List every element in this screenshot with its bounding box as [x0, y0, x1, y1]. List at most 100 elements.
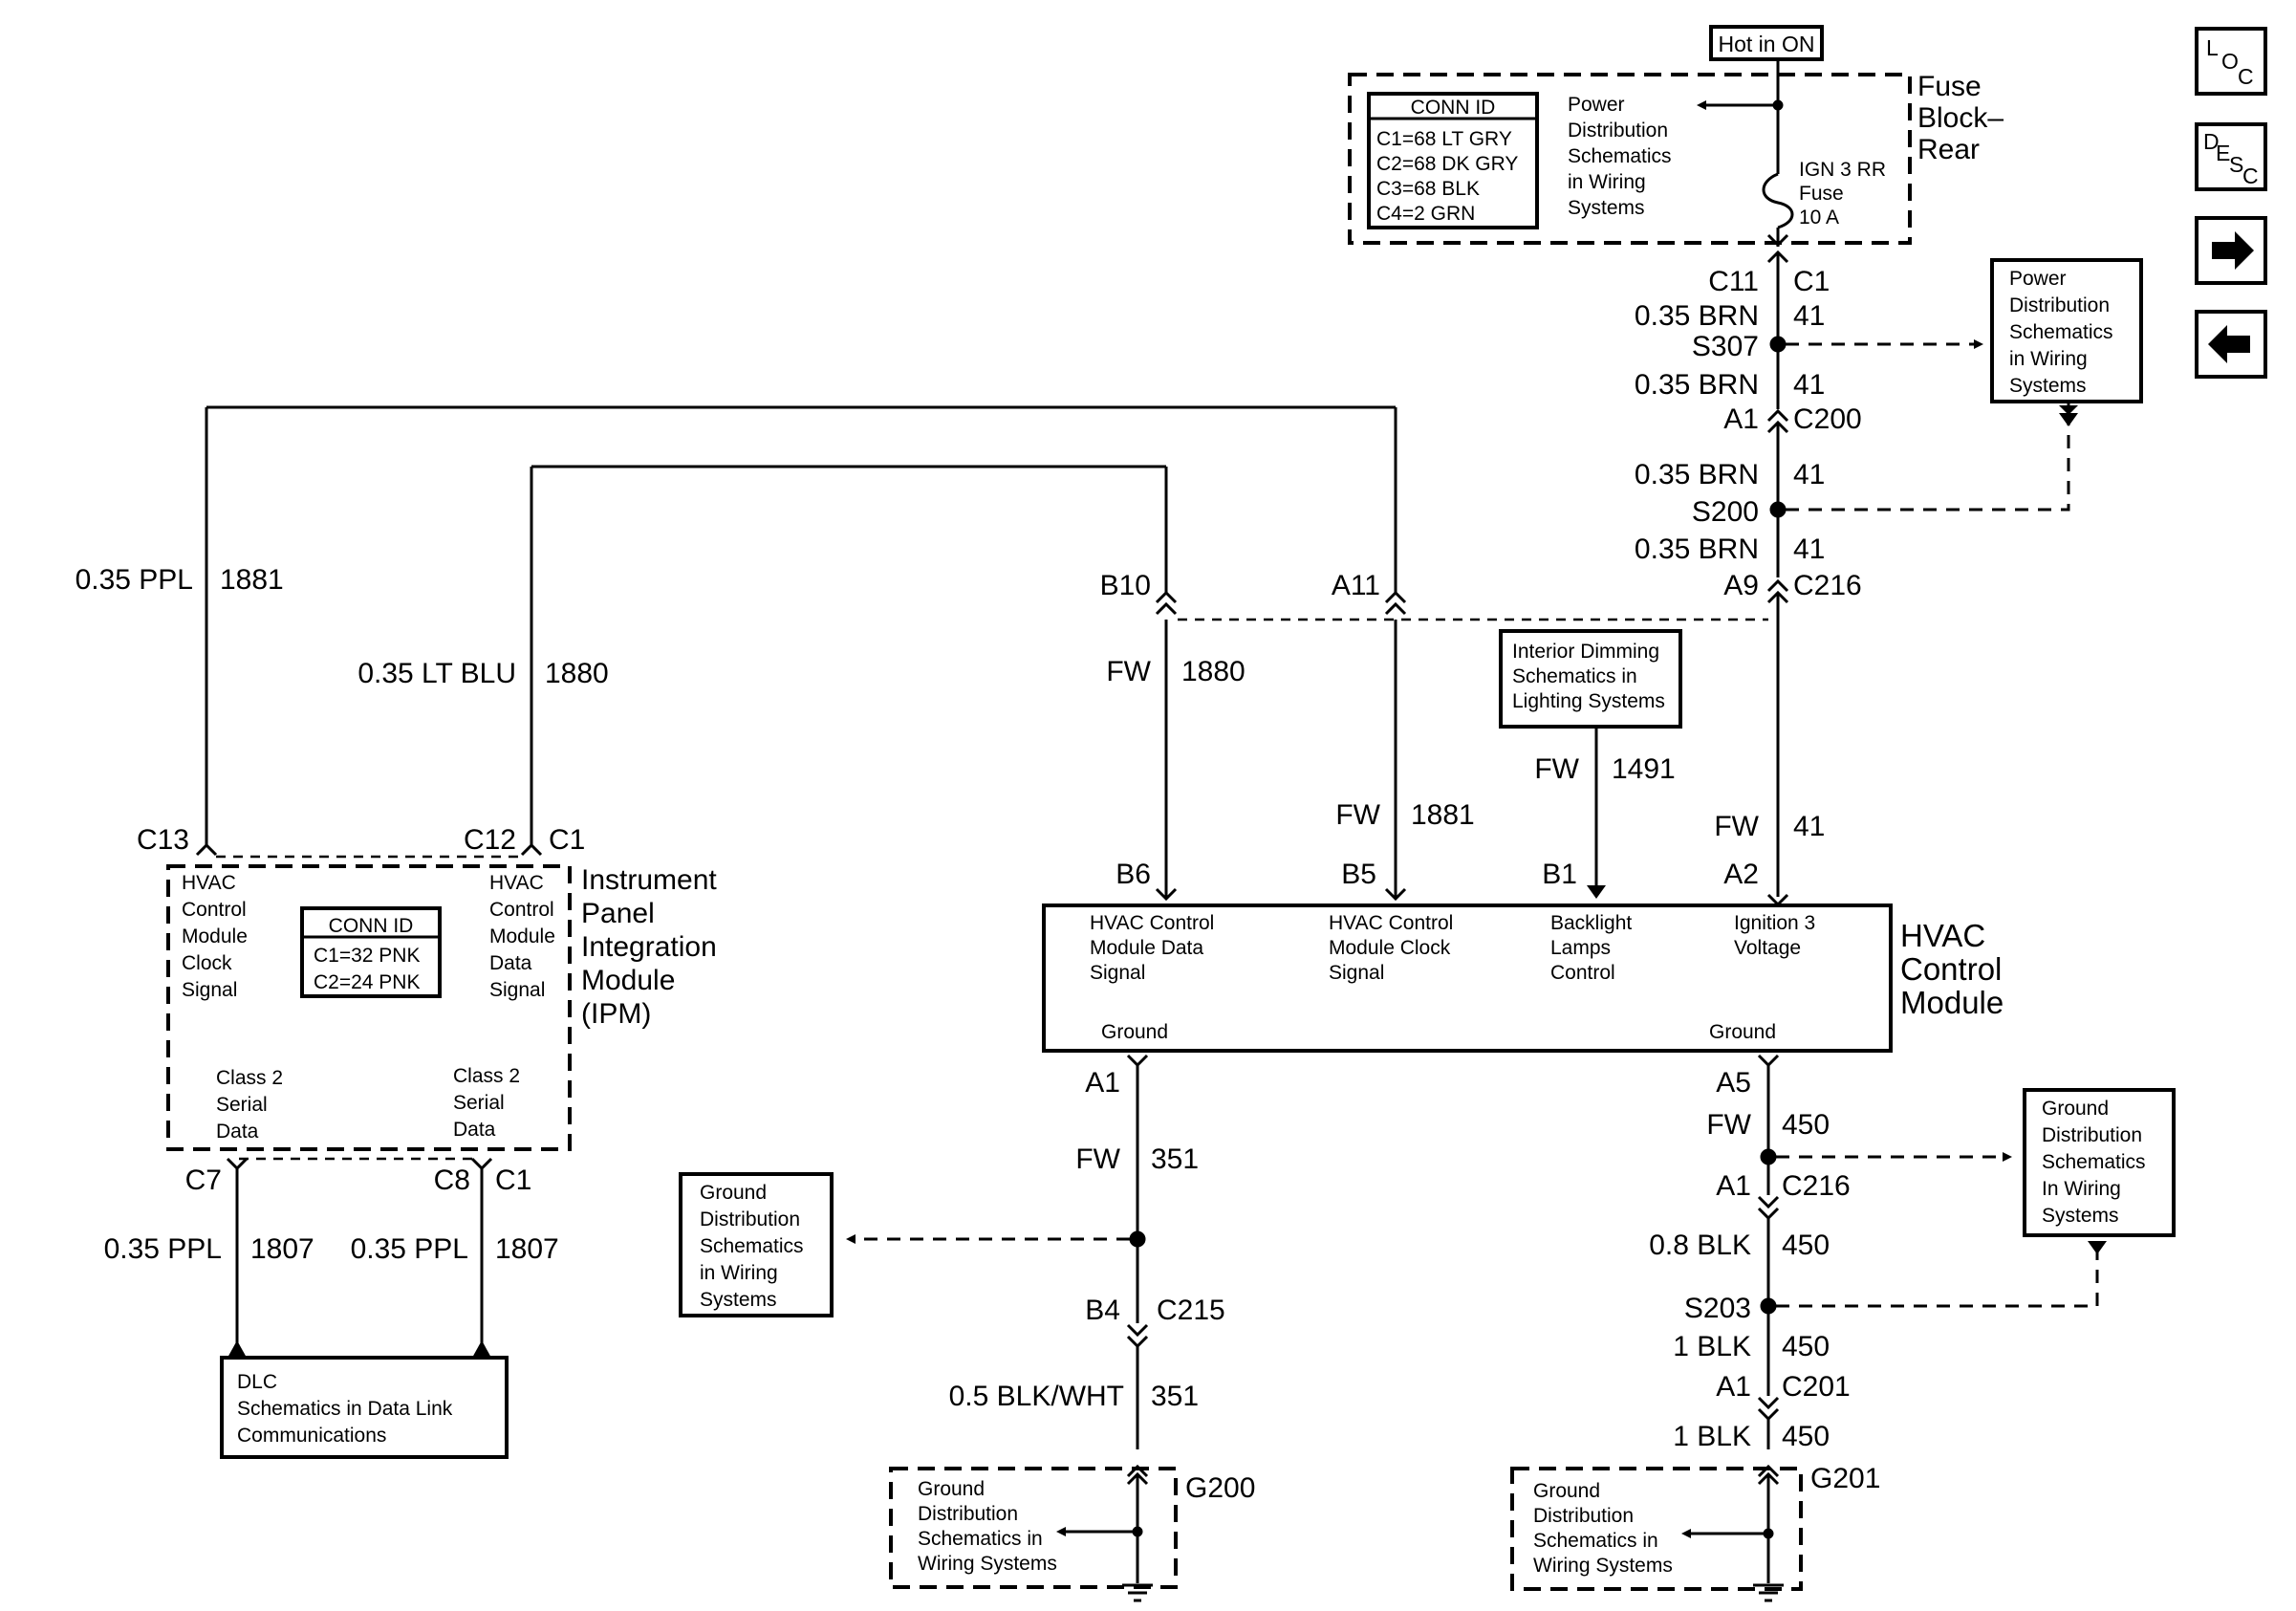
svg-text:in Wiring: in Wiring — [2009, 348, 2088, 370]
svg-text:Ground: Ground — [2042, 1098, 2109, 1120]
svg-text:Ground: Ground — [918, 1478, 985, 1500]
svg-text:Panel: Panel — [581, 898, 655, 929]
circuit-number-label: 1880 — [545, 658, 609, 689]
ipm-serial-right-label: Class 2 Serial Data — [453, 1065, 520, 1141]
c7-label: C7 — [185, 1165, 222, 1196]
prev-page-button[interactable] — [2195, 310, 2267, 379]
loc-letter-l: L — [2206, 35, 2219, 60]
ipm-clock-signal-label: HVAC Control Module Clock Signal — [182, 872, 248, 1001]
svg-text:HVAC Control: HVAC Control — [1090, 912, 1214, 934]
svg-text:Module: Module — [182, 925, 248, 947]
interior-dimming-schematics-box[interactable]: Interior Dimming Schematics in Lighting … — [1499, 629, 1682, 729]
s200-label: S200 — [1692, 496, 1759, 528]
wire-gauge-label: 1 BLK — [1673, 1421, 1751, 1452]
ipm-serial-left-label: Class 2 Serial Data — [216, 1067, 283, 1143]
svg-text:HVAC: HVAC — [182, 872, 236, 894]
fuse-block-conn-id-table: CONN ID C1=68 LT GRY C2=68 DK GRY C3=68 … — [1367, 92, 1539, 229]
svg-text:Schematics: Schematics — [700, 1235, 804, 1257]
svg-text:Block–: Block– — [1917, 102, 2004, 134]
next-page-button[interactable] — [2195, 216, 2267, 285]
svg-text:IGN 3 RR: IGN 3 RR — [1799, 159, 1886, 181]
svg-text:Wiring Systems: Wiring Systems — [1533, 1555, 1673, 1577]
wire-1880-hvac — [1155, 467, 1178, 902]
wire-gauge-label: 0.5 BLK/WHT — [949, 1381, 1124, 1412]
ground-dist-schematics-box-right[interactable]: Ground Distribution Schematics In Wiring… — [2023, 1088, 2176, 1237]
svg-text:Fuse: Fuse — [1799, 183, 1844, 205]
circuit-number-label: 450 — [1782, 1331, 1830, 1362]
circuit-number-label: 351 — [1151, 1381, 1199, 1412]
fuse-block-rear — [1348, 73, 1912, 245]
svg-text:Distribution: Distribution — [700, 1208, 800, 1230]
svg-text:Control: Control — [182, 899, 247, 921]
fuse-block-title: Fuse Block– Rear — [1917, 71, 2004, 165]
svg-text:Systems: Systems — [2042, 1205, 2119, 1227]
svg-text:Signal: Signal — [182, 979, 237, 1001]
svg-text:Power: Power — [2009, 268, 2067, 290]
svg-text:Wiring Systems: Wiring Systems — [918, 1553, 1057, 1575]
svg-text:C3=68 BLK: C3=68 BLK — [1376, 178, 1480, 200]
svg-text:Schematics in: Schematics in — [918, 1528, 1043, 1550]
fuse-symbol — [1762, 172, 1794, 229]
hvac-ground-right-label: Ground — [1709, 1021, 1776, 1043]
s203-label: S203 — [1684, 1293, 1751, 1324]
svg-text:C2=24 PNK: C2=24 PNK — [314, 971, 420, 993]
svg-text:Integration: Integration — [581, 931, 717, 963]
fuse-rating-label: IGN 3 RR Fuse 10 A — [1799, 159, 1886, 229]
wire-gauge-label: 0.35 PPL — [104, 1233, 222, 1265]
wire-1807-right — [470, 1157, 493, 1358]
wire-gauge-label: 0.35 BRN — [1635, 300, 1759, 332]
arrow-left-icon — [2208, 325, 2250, 363]
ground-circuit-351 — [1126, 1054, 1149, 1449]
circuit-number-label: 41 — [1793, 811, 1825, 842]
a5-label: A5 — [1716, 1067, 1751, 1099]
svg-text:C4=2 GRN: C4=2 GRN — [1376, 203, 1475, 225]
svg-text:Systems: Systems — [1568, 197, 1645, 219]
circuit-number-label: 1881 — [1411, 799, 1475, 831]
svg-text:Module Clock: Module Clock — [1329, 937, 1451, 959]
wire-gauge-label: 0.35 BRN — [1635, 369, 1759, 401]
svg-text:Schematics in: Schematics in — [1512, 665, 1637, 687]
power-dist-schematics-box[interactable]: Power Distribution Schematics in Wiring … — [1990, 258, 2143, 403]
circuit-number-label: 450 — [1782, 1230, 1830, 1261]
a1-label: A1 — [1085, 1067, 1120, 1099]
svg-text:CONN ID: CONN ID — [1411, 97, 1496, 119]
ground-g201-ref: Ground Distribution Schematics in Wiring… — [1533, 1480, 1673, 1577]
ground-dist-schematics-box-left[interactable]: Ground Distribution Schematics in Wiring… — [679, 1172, 834, 1317]
hvac-module-title: HVAC Control Module — [1900, 918, 2004, 1020]
dlc-schematics-box[interactable]: DLC Schematics in Data Link Communicatio… — [220, 1356, 509, 1459]
svg-text:In Wiring: In Wiring — [2042, 1178, 2121, 1200]
wire-gauge-label: 0.35 BRN — [1635, 459, 1759, 490]
splice-ground-right — [1760, 1148, 1777, 1165]
svg-text:Serial: Serial — [216, 1094, 268, 1116]
svg-text:HVAC: HVAC — [489, 872, 544, 894]
b1-label: B1 — [1542, 859, 1577, 890]
svg-text:DLC: DLC — [237, 1371, 277, 1393]
circuit-number-label: 41 — [1793, 533, 1825, 565]
hvac-ignition-label: Ignition 3 Voltage — [1734, 912, 1815, 959]
svg-text:Signal: Signal — [489, 979, 545, 1001]
svg-text:Class 2: Class 2 — [216, 1067, 283, 1089]
svg-text:C2=68 DK GRY: C2=68 DK GRY — [1376, 153, 1518, 175]
svg-text:Systems: Systems — [2009, 375, 2087, 397]
svg-text:Instrument: Instrument — [581, 864, 717, 896]
loc-button[interactable]: L O C — [2195, 27, 2267, 96]
c12-label: C12 — [464, 824, 516, 856]
svg-text:Voltage: Voltage — [1734, 937, 1801, 959]
svg-text:Class 2: Class 2 — [453, 1065, 520, 1087]
svg-text:Control: Control — [1900, 951, 2002, 987]
fw-label: FW — [1335, 799, 1380, 831]
wire-1881-ppl — [195, 405, 1396, 857]
desc-letter-c: C — [2242, 163, 2259, 188]
g200-label: G200 — [1185, 1472, 1255, 1504]
desc-button[interactable]: D E S C — [2195, 122, 2267, 191]
svg-text:C1=32 PNK: C1=32 PNK — [314, 945, 420, 967]
b6-label: B6 — [1116, 859, 1151, 890]
ground-symbol-icon — [1753, 1583, 1784, 1602]
circuit-number-label: 1881 — [220, 564, 284, 596]
svg-text:Lamps: Lamps — [1550, 937, 1611, 959]
svg-text:Module: Module — [489, 925, 555, 947]
ipm-conn-id-table: CONN ID C1=32 PNK C2=24 PNK — [300, 906, 442, 998]
circuit-number-label: 1807 — [250, 1233, 314, 1265]
circuit-number-label: 41 — [1793, 459, 1825, 490]
